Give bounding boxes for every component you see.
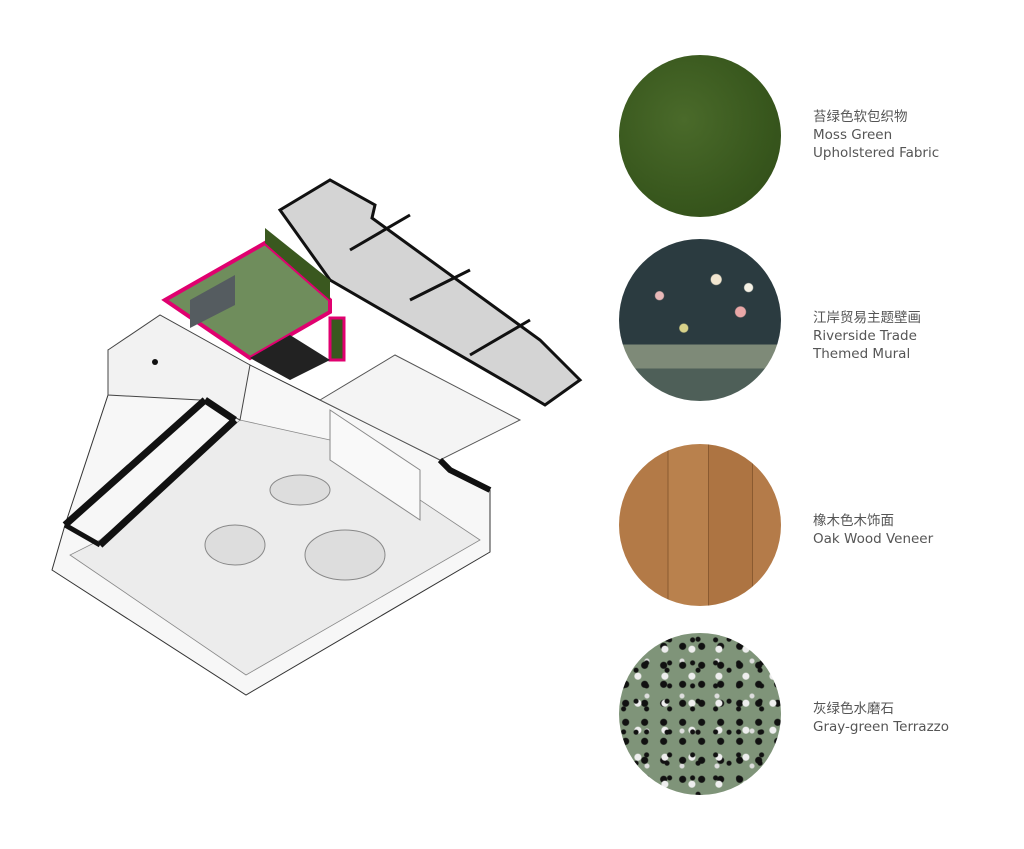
label-cn: 苔绿色软包织物	[813, 109, 908, 125]
label-cn: 橡木色木饰面	[813, 513, 894, 529]
label-cn: 灰绿色水磨石	[813, 701, 894, 717]
label-en: Oak Wood Veneer	[813, 531, 934, 547]
round-table	[204, 524, 266, 566]
tile-wall	[329, 409, 421, 521]
axonometric-floor-plan	[51, 178, 583, 696]
stage-marker	[152, 359, 158, 365]
oak-veneer-swatch	[619, 444, 781, 606]
label-en: Themed Mural	[813, 346, 911, 362]
left-wing-wall	[97, 417, 238, 548]
terrazzo-swatch	[619, 633, 781, 795]
round-table	[304, 529, 386, 581]
label-en: Moss Green	[813, 127, 893, 143]
label-en: Upholstered Fabric	[813, 145, 940, 161]
lounge-floor	[318, 354, 522, 461]
left-wing-wall	[62, 397, 208, 528]
round-table	[269, 474, 331, 506]
back-rooms	[277, 178, 583, 407]
room-wall	[409, 268, 471, 302]
wall	[63, 522, 102, 548]
mural-panel	[190, 275, 235, 328]
material-label-mural: 江岸贸易主题壁画 Riverside Trade Themed Mural	[813, 309, 921, 363]
moss-green-wall	[265, 228, 330, 300]
label-en: Gray-green Terrazzo	[813, 719, 950, 735]
label-en: Riverside Trade	[813, 328, 917, 344]
room-wall	[349, 213, 411, 252]
riverside-mural-swatch	[619, 239, 781, 401]
corridor-black	[250, 335, 330, 380]
label-cn: 江岸贸易主题壁画	[813, 310, 921, 326]
material-label-oak: 橡木色木饰面 Oak Wood Veneer	[813, 512, 933, 548]
exterior-wall	[437, 457, 492, 493]
moss-green-room	[161, 240, 332, 361]
room-wall	[469, 318, 531, 357]
stage-room	[107, 314, 251, 421]
material-label-moss: 苔绿色软包织物 Moss Green Upholstered Fabric	[813, 108, 939, 162]
material-label-terrazzo: 灰绿色水磨石 Gray-green Terrazzo	[813, 700, 949, 736]
moss-green-fabric-swatch	[619, 55, 781, 217]
moss-green-panel	[328, 316, 346, 362]
wall	[203, 397, 237, 423]
